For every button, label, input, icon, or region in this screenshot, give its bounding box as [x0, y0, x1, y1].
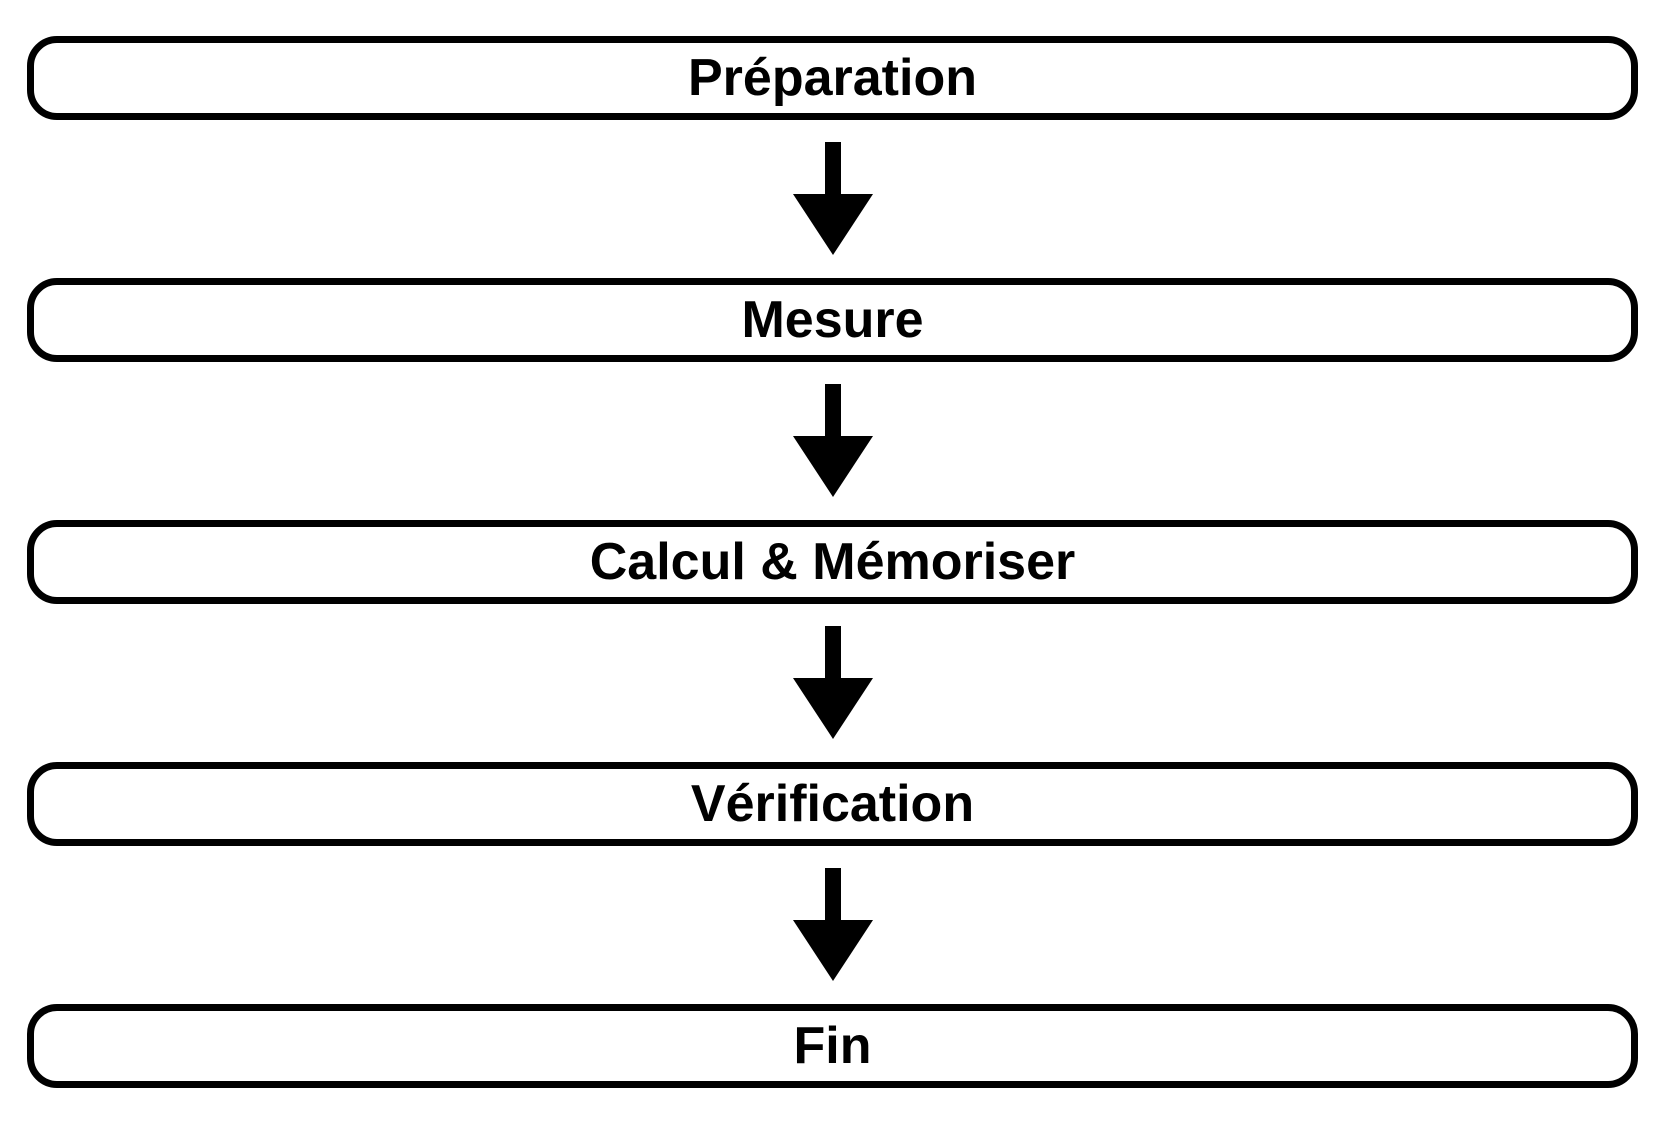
- down-arrow-icon: [792, 626, 873, 739]
- flow-step-mesure: Mesure: [27, 278, 1638, 362]
- flow-step-label: Fin: [793, 1017, 872, 1075]
- flow-connector: [27, 362, 1638, 520]
- flow-step-label: Mesure: [741, 291, 924, 349]
- down-arrow-icon: [792, 384, 873, 497]
- flow-connector: [27, 846, 1638, 1004]
- flow-step-label: Calcul & Mémoriser: [589, 533, 1076, 591]
- flow-connector: [27, 120, 1638, 278]
- flow-step-calcul-memoriser: Calcul & Mémoriser: [27, 520, 1638, 604]
- flow-step-label: Préparation: [688, 49, 977, 107]
- down-arrow-icon: [792, 868, 873, 981]
- flow-step-fin: Fin: [27, 1004, 1638, 1088]
- flow-step-verification: Vérification: [27, 762, 1638, 846]
- down-arrow-icon: [792, 142, 873, 255]
- flow-step-preparation: Préparation: [27, 36, 1638, 120]
- flow-connector: [27, 604, 1638, 762]
- flow-step-label: Vérification: [690, 775, 975, 833]
